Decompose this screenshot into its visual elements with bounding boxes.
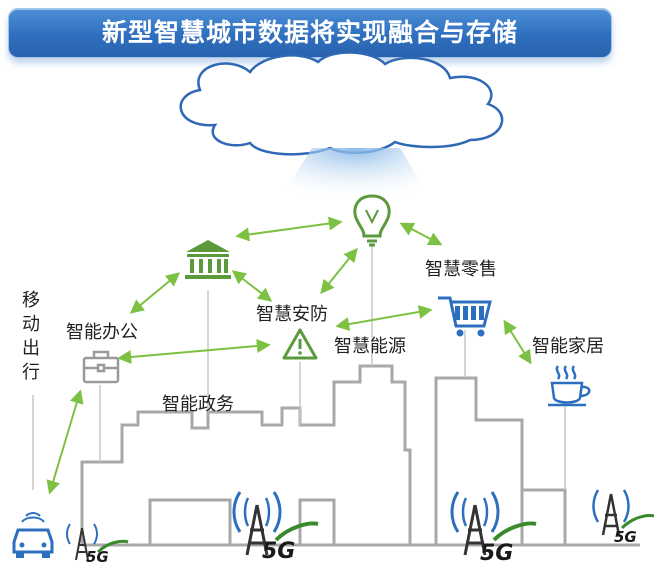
label-office: 智能办公 — [66, 322, 138, 343]
cloud-glow — [270, 148, 440, 215]
label-mobility-4: 行 — [22, 362, 40, 383]
cell-tower-icon — [66, 489, 655, 561]
tower-label-1: 5G — [86, 548, 109, 566]
car-icon — [12, 512, 54, 558]
bank-icon — [185, 240, 231, 279]
tower-3 — [450, 491, 537, 556]
label-mobility-2: 动 — [22, 314, 40, 335]
label-security: 智慧安防 — [256, 304, 328, 325]
label-mobility-3: 出 — [22, 338, 40, 359]
briefcase-icon — [82, 350, 120, 384]
cart-icon — [438, 296, 492, 337]
label-government: 智能政务 — [162, 394, 234, 415]
city-skyline — [80, 364, 600, 547]
tower-label-2: 5G — [262, 539, 295, 564]
cloud-icon — [179, 51, 504, 156]
lightbulb-icon — [353, 194, 391, 247]
label-energy: 智慧能源 — [334, 336, 406, 357]
coffee-cup-icon — [548, 365, 591, 407]
tower-label-3: 5G — [480, 541, 513, 566]
tower-label-4: 5G — [614, 528, 637, 546]
tower-1 — [66, 523, 129, 561]
tower-4 — [592, 489, 655, 536]
label-home: 智能家居 — [532, 336, 604, 357]
label-retail: 智慧零售 — [425, 259, 497, 280]
data-flow-arrows — [46, 216, 532, 495]
warning-icon — [282, 328, 318, 360]
title-banner: 新型智慧城市数据将实现融合与存储 — [8, 8, 612, 58]
label-mobility-1: 移 — [22, 290, 40, 311]
tower-2 — [232, 491, 319, 556]
